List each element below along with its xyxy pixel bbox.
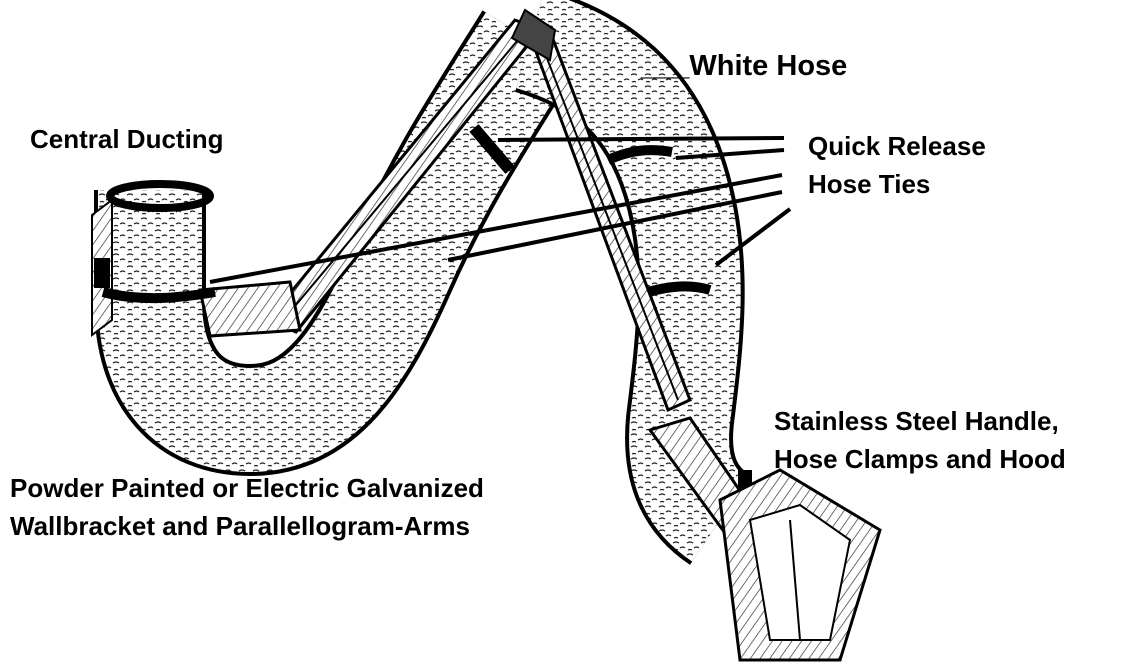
- stainless-steel-label-line2: Hose Clamps and Hood: [774, 445, 1066, 474]
- quick-release-label-line2: Hose Ties: [808, 170, 930, 199]
- central-ducting-label: Central Ducting: [30, 125, 224, 154]
- wall-bracket: [92, 200, 112, 335]
- white-hose-label: ___White Hose: [641, 50, 847, 82]
- quick-release-label-line1: Quick Release: [808, 132, 986, 161]
- powder-painted-label-line2: Wallbracket and Parallellogram-Arms: [10, 512, 470, 541]
- powder-painted-label-line1: Powder Painted or Electric Galvanized: [10, 474, 484, 503]
- stainless-steel-label-line1: Stainless Steel Handle,: [774, 407, 1059, 436]
